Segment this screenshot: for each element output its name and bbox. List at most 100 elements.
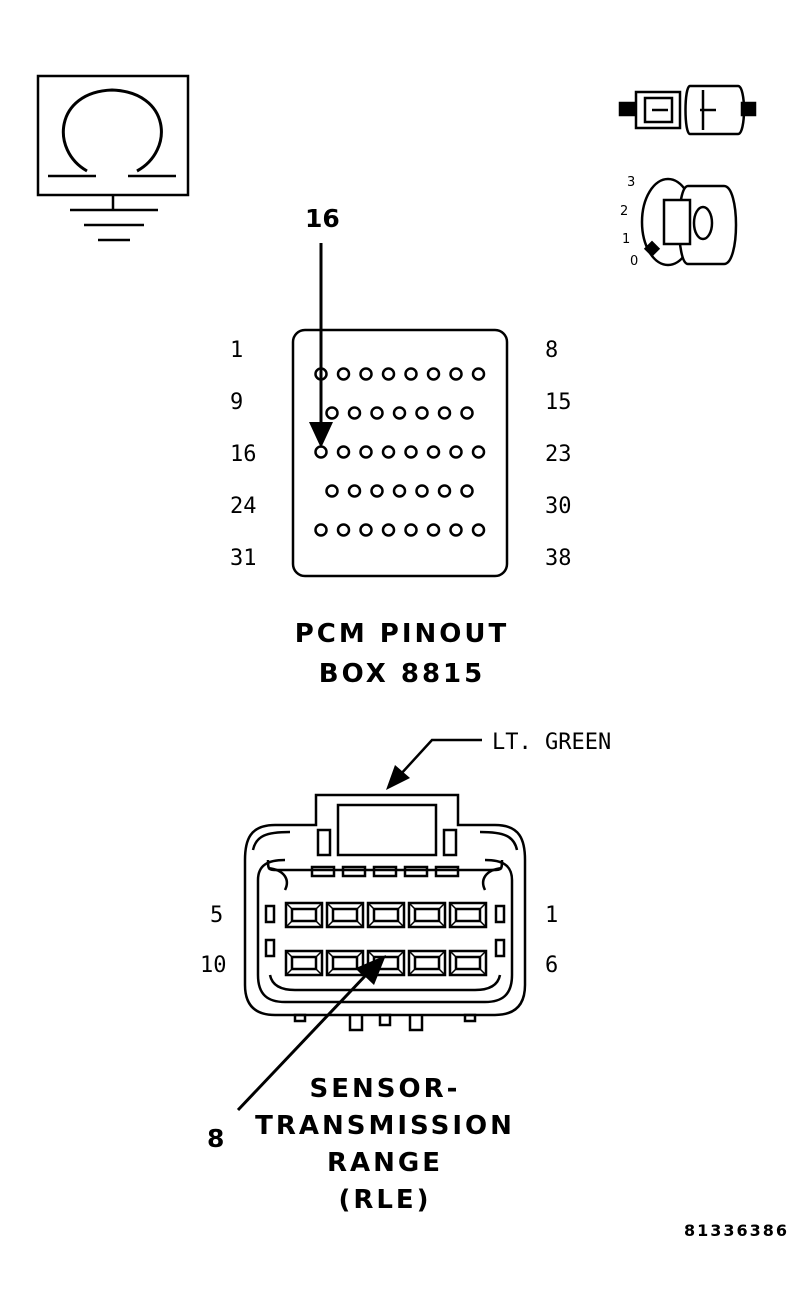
pcm-pin	[359, 445, 373, 459]
pcm-pin	[426, 445, 441, 459]
sensor-pin-bevel	[408, 920, 416, 928]
pcm-pin-label-15: 15	[545, 390, 572, 415]
pcm-pin-label-9: 9	[230, 390, 243, 415]
sensor-pin-bevel	[397, 950, 405, 958]
sensor-pin-bevel	[315, 950, 323, 958]
ignition-position-2: 2	[620, 204, 628, 219]
sensor-pin-terminal	[290, 955, 318, 971]
ignition-position-labels: 3 2 1 0	[620, 175, 638, 269]
sensor-pin-terminal	[454, 955, 482, 971]
sensor-pin-bevel	[408, 968, 416, 976]
ohmmeter-ground-icon	[36, 74, 190, 242]
pcm-pin	[426, 367, 441, 381]
sensor-slot	[434, 865, 460, 878]
sensor-pin	[325, 901, 365, 929]
pcm-pin	[449, 445, 463, 459]
sensor-pin-bevel	[315, 920, 323, 928]
sensor-pin-terminal	[290, 907, 318, 923]
sensor-pin-bevel	[438, 968, 446, 976]
pcm-pin-grid	[314, 367, 486, 537]
pcm-pin	[460, 484, 474, 498]
pcm-pin	[370, 406, 384, 420]
sensor-pin-bevel	[326, 950, 334, 958]
sensor-pin-bevel	[408, 902, 416, 910]
sensor-pin-terminal	[454, 907, 482, 923]
pcm-pin-label-8: 8	[545, 338, 558, 363]
sensor-pin	[448, 949, 488, 977]
pcm-pin	[415, 484, 429, 498]
pcm-pin	[404, 367, 418, 381]
sensor-pin-bevel	[449, 902, 457, 910]
pcm-callout-arrow	[309, 243, 333, 448]
pcm-pinout-box-number: BOX 8815	[319, 659, 485, 689]
pcm-pin	[392, 484, 407, 498]
pcm-pin	[370, 484, 384, 498]
sensor-slot	[403, 865, 429, 878]
sensor-pin-bevel	[479, 920, 487, 928]
sensor-slot	[372, 865, 398, 878]
pcm-pin	[325, 406, 339, 420]
sensor-pin-bevel	[356, 950, 364, 958]
pcm-pin	[336, 445, 351, 459]
ignition-position-0: 0	[630, 254, 638, 269]
pcm-callout-number: 16	[305, 204, 340, 233]
sensor-pin-bevel	[356, 920, 364, 928]
pcm-pin-label-24: 24	[230, 494, 257, 519]
sensor-pin	[407, 949, 447, 977]
pcm-pin	[336, 367, 351, 381]
sensor-pin	[284, 901, 324, 929]
sensor-pin-bevel	[408, 950, 416, 958]
pcm-pin	[437, 484, 452, 498]
pcm-pin	[460, 406, 474, 420]
sensor-slot	[341, 865, 367, 878]
sensor-pin-bevel	[397, 902, 405, 910]
pcm-pin	[404, 445, 418, 459]
sensor-pin-label-6: 6	[545, 953, 558, 978]
sensor-pin-bevel	[326, 902, 334, 910]
pcm-pin	[437, 406, 452, 420]
sensor-top-slot-row	[310, 865, 460, 878]
pcm-pin	[471, 445, 486, 459]
sensor-pin-bevel	[479, 902, 487, 910]
sensor-slot	[310, 865, 336, 878]
sensor-pin-label-1: 1	[545, 903, 558, 928]
sensor-pin	[284, 949, 324, 977]
pcm-pin	[449, 367, 463, 381]
sensor-pin-bevel	[367, 920, 375, 928]
pcm-pin	[325, 484, 339, 498]
sensor-pin-bevel	[397, 920, 405, 928]
pcm-pin	[471, 367, 486, 381]
sensor-pin-bevel	[397, 968, 405, 976]
pcm-row-labels-left: 1 9 16 24 31	[230, 338, 257, 571]
pcm-pin-label-1: 1	[230, 338, 243, 363]
sensor-pin-bevel	[449, 968, 457, 976]
sensor-pin-bevel	[367, 950, 375, 958]
pcm-pin	[415, 406, 429, 420]
sensor-pin-bevel	[449, 920, 457, 928]
sensor-pin-bevel	[326, 968, 334, 976]
sensor-pin-label-10: 10	[200, 953, 227, 978]
pcm-pin	[347, 484, 362, 498]
pcm-pin	[381, 367, 396, 381]
pcm-connector	[291, 328, 509, 578]
pcm-pin	[404, 523, 418, 537]
sensor-pin-terminal	[372, 907, 400, 923]
sensor-pin-bevel	[285, 968, 293, 976]
sensor-pin-bevel	[479, 968, 487, 976]
pcm-pin	[381, 445, 396, 459]
pcm-pin-label-38: 38	[545, 546, 572, 571]
ignition-position-1: 1	[622, 232, 630, 247]
sensor-pin	[366, 901, 406, 929]
sensor-name-line-1: SENSOR-	[310, 1074, 461, 1104]
sensor-pin-bevel	[285, 950, 293, 958]
sensor-name-line-4: (RLE)	[338, 1185, 431, 1215]
sensor-pin-bevel	[449, 950, 457, 958]
sensor-pin-bevel	[315, 968, 323, 976]
sensor-pin-bevel	[356, 902, 364, 910]
pcm-row-labels-right: 8 15 23 30 38	[545, 338, 572, 571]
sensor-pin-terminal	[413, 955, 441, 971]
pcm-pin	[347, 406, 362, 420]
sensor-pin	[407, 901, 447, 929]
pcm-connector-outline	[291, 328, 509, 578]
